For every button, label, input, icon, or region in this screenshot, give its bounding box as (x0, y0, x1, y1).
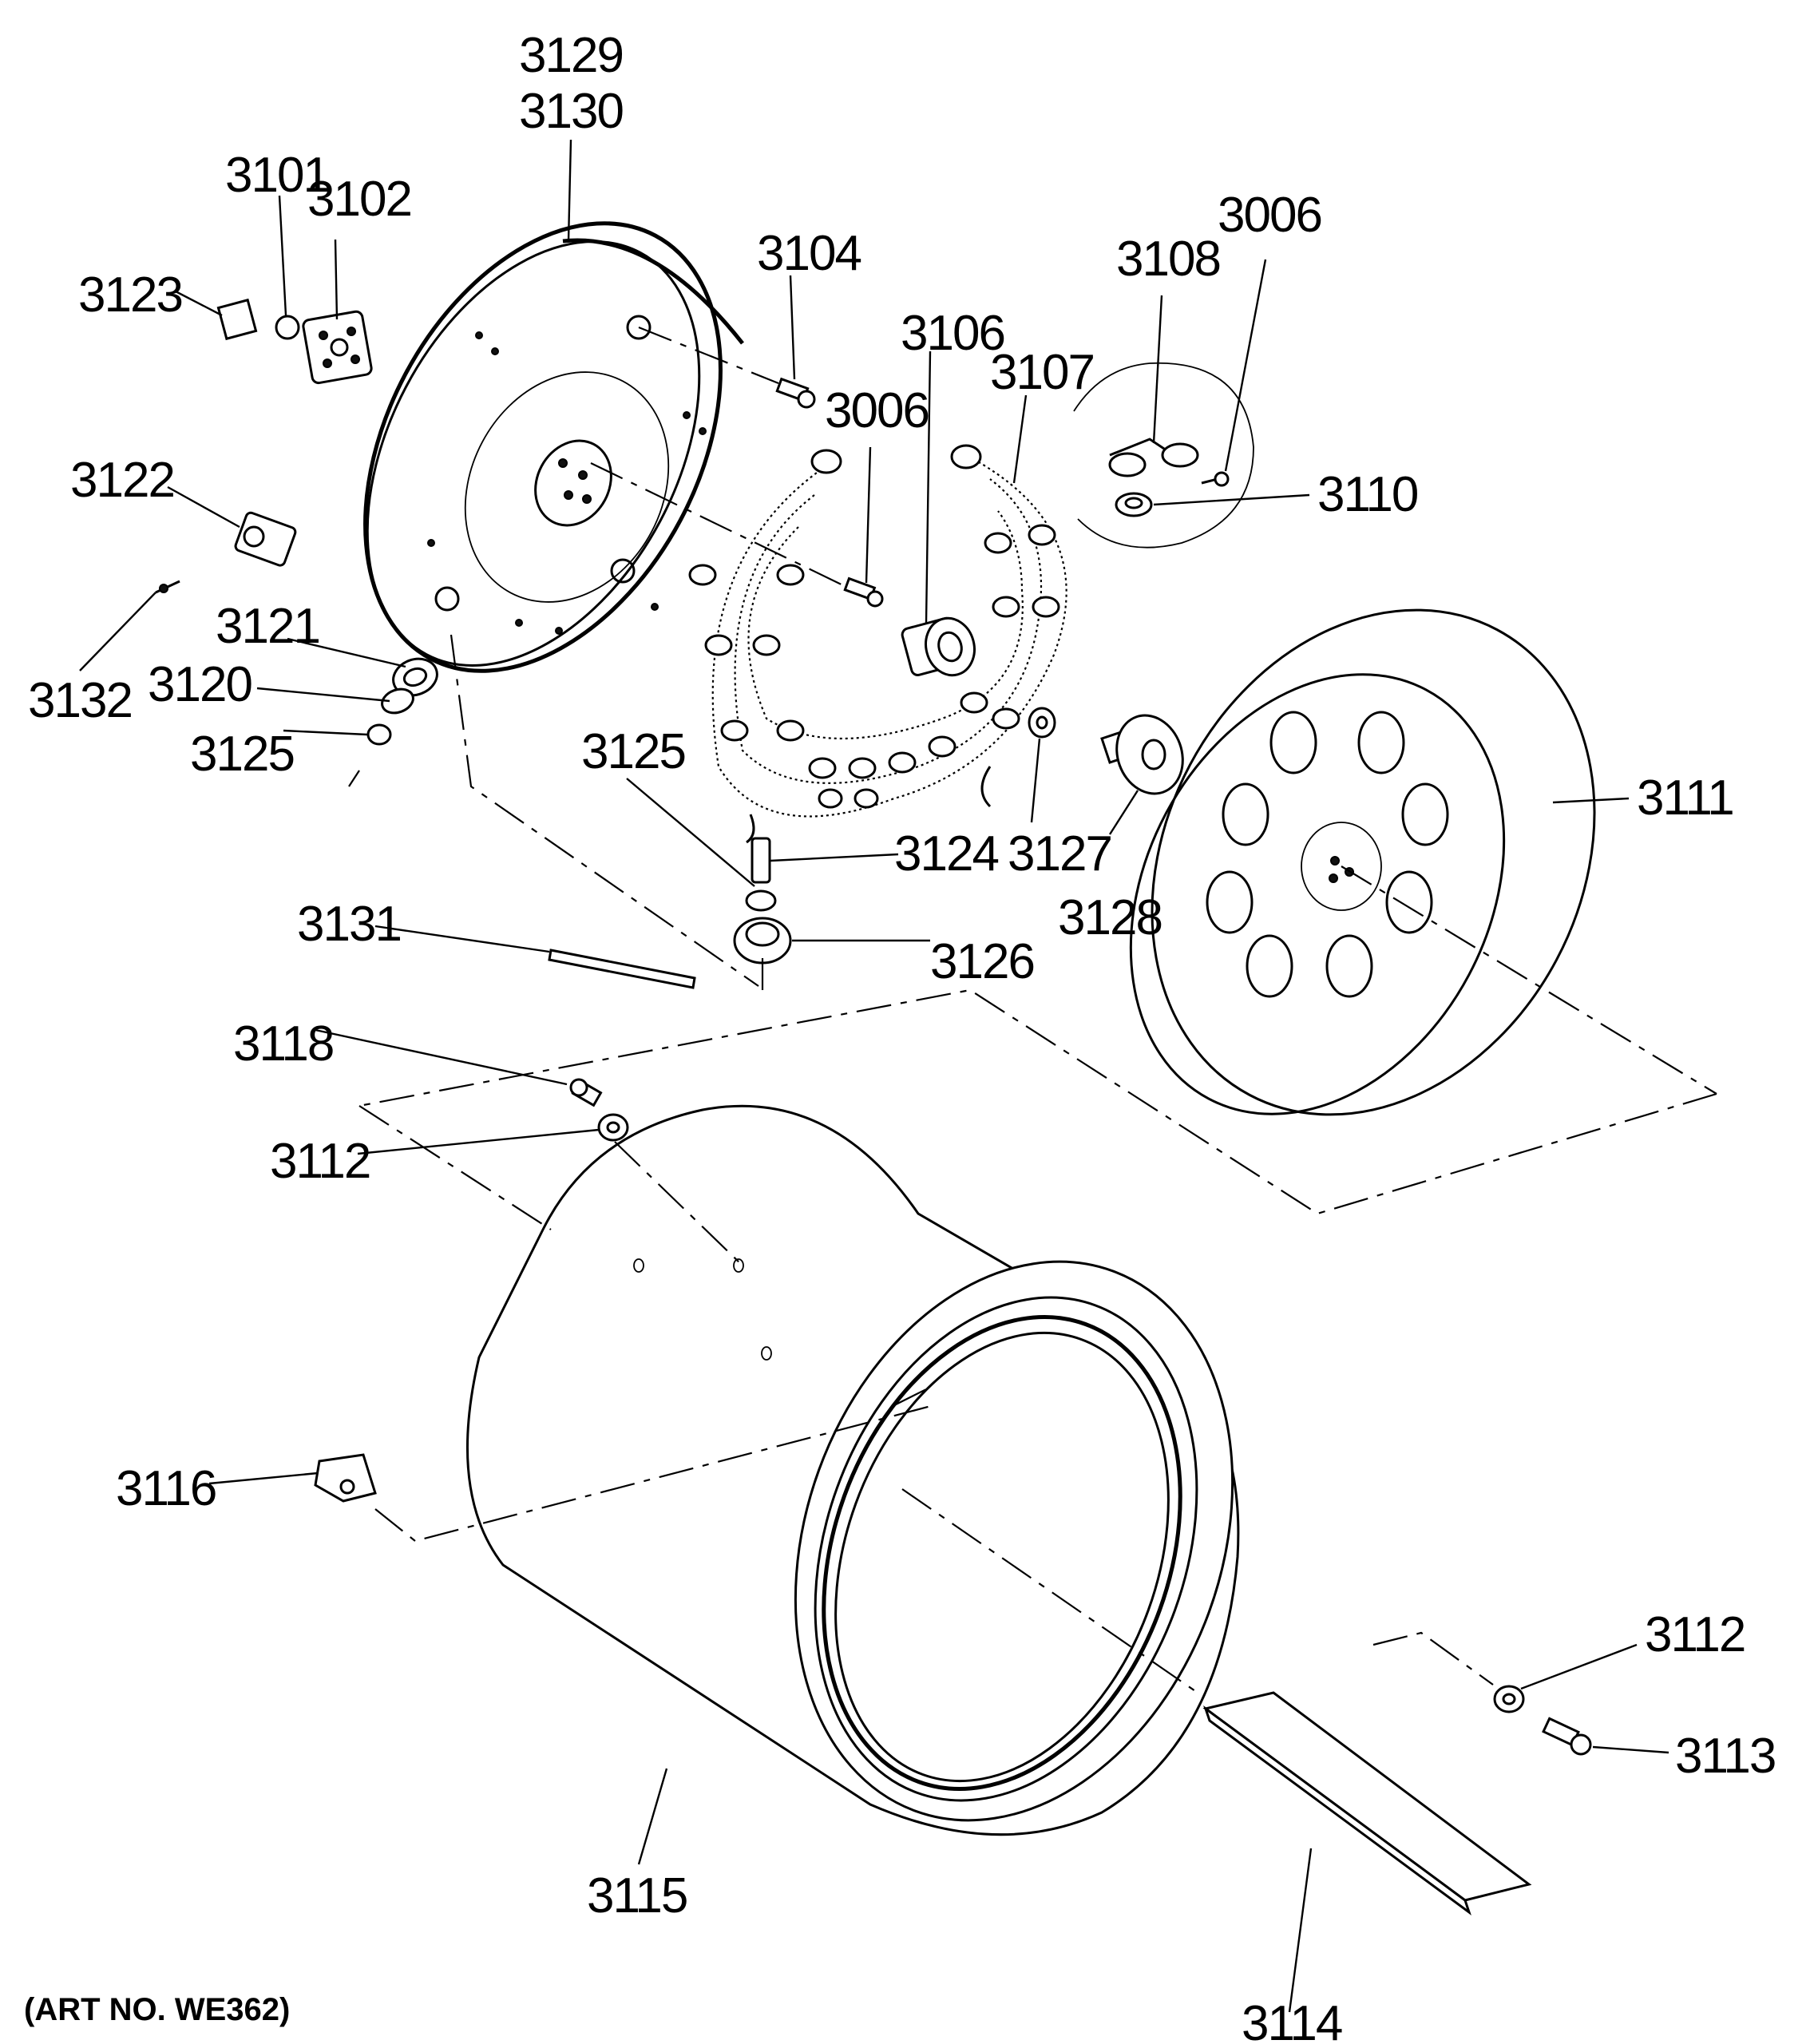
part-labels: 3129 3130 3101 3102 3123 3104 3106 3107 … (24, 28, 1776, 2044)
label-3120: 3120 (148, 657, 252, 712)
label-3113: 3113 (1675, 1729, 1775, 1784)
label-3125-mid: 3125 (581, 724, 685, 779)
label-3130: 3130 (519, 84, 623, 139)
label-3126: 3126 (930, 934, 1034, 989)
baffle (1202, 1691, 1532, 1916)
label-3129: 3129 (519, 28, 623, 83)
label-3102: 3102 (307, 172, 411, 227)
front-drum-head (1129, 608, 1596, 1116)
label-3128: 3128 (1058, 890, 1162, 945)
hub-hardware (348, 657, 438, 787)
label-3101: 3101 (225, 148, 329, 203)
label-3118: 3118 (233, 1016, 333, 1072)
label-3121: 3121 (216, 599, 319, 654)
label-3104: 3104 (757, 226, 861, 281)
screws (775, 377, 884, 608)
roller-assembly (733, 837, 792, 965)
leader-lines (79, 139, 1669, 2013)
label-3112-left: 3112 (270, 1134, 370, 1189)
label-3110: 3110 (1317, 467, 1418, 522)
alignment-lines (358, 326, 1717, 1693)
label-3127: 3127 (1008, 826, 1111, 881)
label-3122: 3122 (70, 453, 174, 508)
bearing (901, 616, 976, 677)
spring-assembly (688, 444, 1067, 844)
main-drum (465, 1104, 1240, 1836)
baffle-hardware (1493, 1685, 1592, 1756)
label-3116: 3116 (116, 1461, 216, 1516)
detail-inset (1073, 362, 1254, 549)
shaft (548, 949, 696, 989)
label-3114: 3114 (1242, 1996, 1342, 2044)
label-3115: 3115 (587, 1868, 687, 1923)
label-3006-top: 3006 (1218, 188, 1321, 243)
drum-screw (569, 1078, 629, 1142)
label-3131: 3131 (297, 897, 401, 952)
rear-drum-head (363, 221, 744, 673)
label-3123: 3123 (78, 267, 182, 323)
label-3132: 3132 (28, 673, 132, 728)
label-3125-left: 3125 (190, 727, 294, 782)
label-3124: 3124 (894, 826, 998, 881)
hardware-top-left (155, 298, 373, 594)
label-3107: 3107 (990, 345, 1094, 400)
label-3111: 3111 (1637, 770, 1733, 826)
label-3006-mid: 3006 (825, 383, 929, 438)
label-3108: 3108 (1116, 232, 1220, 287)
hub-parts (1028, 707, 1184, 795)
label-3112-right: 3112 (1645, 1607, 1745, 1662)
art-number: (ART NO. WE362) (24, 1992, 290, 2027)
clip (314, 1453, 377, 1503)
label-3106: 3106 (901, 306, 1004, 361)
